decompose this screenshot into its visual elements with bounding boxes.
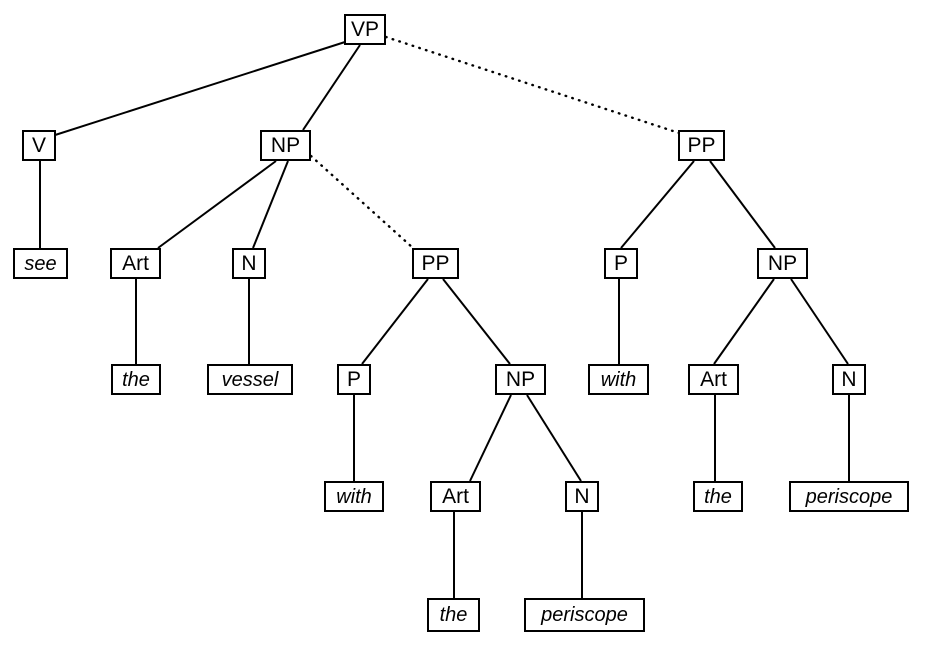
leaf-node-persc_r: periscope: [789, 481, 909, 512]
category-node-pp_mid: PP: [412, 248, 459, 279]
category-node-pp_right: PP: [678, 130, 725, 161]
leaf-node-vessel: vessel: [207, 364, 293, 395]
category-node-n_mid: N: [565, 481, 599, 512]
tree-edge-np1-art1: [157, 160, 277, 249]
tree-edge-np1-n1: [252, 160, 289, 249]
category-node-p_right: P: [604, 248, 638, 279]
category-node-art1: Art: [110, 248, 161, 279]
tree-edge-vp-pp_right: [384, 35, 681, 135]
tree-edge-np_mid-art_mid: [469, 394, 512, 482]
category-node-np_mid: NP: [495, 364, 546, 395]
category-node-p_mid: P: [337, 364, 371, 395]
leaf-node-the_m: the: [427, 598, 480, 632]
category-node-n_right: N: [832, 364, 866, 395]
tree-edge-pp_right-np_right: [709, 160, 776, 249]
tree-edge-vp-v: [51, 41, 346, 137]
category-node-vp: VP: [344, 14, 386, 45]
category-node-np1: NP: [260, 130, 311, 161]
leaf-node-persc_m: periscope: [524, 598, 645, 632]
leaf-node-the_r: the: [693, 481, 743, 512]
leaf-node-see: see: [13, 248, 68, 279]
tree-edge-vp-np1: [302, 44, 361, 131]
tree-edge-np_right-n_right: [790, 278, 849, 365]
leaf-node-with_m: with: [324, 481, 384, 512]
leaf-node-with_r: with: [588, 364, 649, 395]
category-node-np_right: NP: [757, 248, 808, 279]
tree-edge-pp_right-p_right: [620, 160, 695, 249]
category-node-art_right: Art: [688, 364, 739, 395]
tree-edge-pp_mid-np_mid: [442, 278, 511, 365]
tree-edge-np1-pp_mid: [309, 154, 415, 250]
category-node-v: V: [22, 130, 56, 161]
category-node-n1: N: [232, 248, 266, 279]
tree-edge-np_mid-n_mid: [526, 394, 582, 482]
tree-edge-np_right-art_right: [713, 278, 775, 365]
tree-edge-pp_mid-p_mid: [361, 278, 429, 365]
category-node-art_mid: Art: [430, 481, 481, 512]
leaf-node-the1: the: [111, 364, 161, 395]
